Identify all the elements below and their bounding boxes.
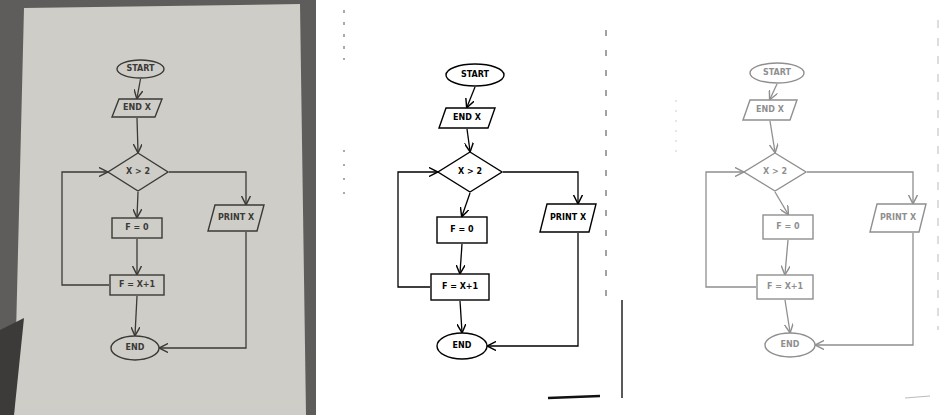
node-label: PRINT X (550, 213, 586, 222)
diamond-border (744, 153, 806, 191)
flow-arrow (488, 233, 578, 346)
oval-border (117, 60, 164, 78)
flow-arrow (169, 172, 246, 204)
oval-node: START (116, 59, 165, 79)
flow-arrow (62, 172, 109, 285)
edge-mark (676, 100, 677, 160)
rect-node: F = 0 (111, 217, 163, 239)
node-label: F = X+1 (119, 280, 155, 289)
node-label: END X (123, 103, 151, 112)
node-label: END (126, 343, 145, 352)
oval-node: START (749, 62, 805, 84)
flow-arrow (135, 296, 137, 335)
diamond-node: X > 2 (743, 152, 807, 192)
flow-arrow (137, 118, 138, 152)
oval-border (750, 63, 804, 83)
node-label: END (781, 340, 800, 349)
oval-node: END (110, 335, 160, 361)
diamond-border (438, 152, 502, 192)
para-node: END X (742, 99, 798, 121)
flow-arrow (785, 300, 790, 332)
rect-border (112, 218, 162, 238)
para-node: PRINT X (539, 203, 597, 233)
flow-arrow (137, 79, 141, 98)
node-label: X > 2 (763, 167, 787, 176)
node-label: F = X+1 (767, 282, 803, 291)
flow-arrow (137, 192, 138, 217)
node-label: PRINT X (880, 213, 916, 222)
para-node: PRINT X (207, 204, 265, 232)
para-node: END X (111, 98, 163, 118)
node-label: F = 0 (125, 223, 148, 232)
oval-node: END (764, 332, 816, 358)
paper-sheet (14, 4, 306, 415)
diamond-node: X > 2 (107, 152, 169, 192)
para-border (112, 99, 162, 117)
rect-border (757, 275, 813, 299)
flow-arrow (816, 233, 913, 345)
rect-border (437, 217, 487, 243)
para-node: END X (438, 107, 496, 129)
scan-mark (344, 10, 345, 60)
node-label: END X (756, 105, 784, 114)
diamond-node: X > 2 (437, 151, 503, 193)
diamond-border (108, 153, 168, 191)
rect-node: F = 0 (762, 214, 814, 240)
rect-border (110, 275, 164, 295)
oval-node: START (445, 63, 505, 87)
flow-arrow (706, 172, 756, 287)
oval-border (446, 64, 504, 86)
node-label: F = 0 (776, 222, 799, 231)
edge-mark (938, 20, 939, 330)
photo-shadow (0, 318, 24, 415)
rect-node: F = 0 (436, 216, 488, 244)
flow-arrow (460, 244, 462, 273)
scan-panel (322, 0, 628, 415)
rect-border (431, 274, 489, 300)
para-border (439, 108, 495, 128)
photo-background (0, 0, 316, 415)
node-label: START (763, 68, 791, 77)
flow-arrow (770, 84, 777, 99)
flow-arrow (460, 301, 462, 332)
node-label: F = X+1 (442, 282, 478, 291)
node-label: END X (453, 113, 481, 122)
node-label: START (461, 70, 489, 79)
node-label: START (126, 64, 154, 73)
para-border (208, 205, 264, 231)
node-label: X > 2 (458, 167, 482, 176)
scan-mark (548, 396, 600, 398)
edge-mark (905, 396, 930, 398)
rect-node: F = X+1 (756, 274, 814, 300)
node-label: F = 0 (450, 225, 473, 234)
para-border (870, 204, 926, 232)
node-label: PRINT X (218, 213, 254, 222)
flow-arrow (160, 232, 246, 348)
flow-arrow (467, 129, 470, 151)
oval-node: END (436, 332, 488, 360)
flow-arrow (503, 172, 578, 203)
scan-mark (344, 150, 345, 200)
flow-arrow (398, 172, 437, 287)
flow-arrow (807, 172, 913, 203)
para-node: PRINT X (869, 203, 927, 233)
rect-node: F = X+1 (109, 274, 165, 296)
scan-mark (606, 30, 607, 300)
scan-mark (621, 300, 623, 398)
oval-border (765, 333, 815, 357)
node-label: X > 2 (126, 167, 150, 176)
oval-border (437, 333, 487, 359)
para-border (743, 100, 797, 120)
para-border (540, 204, 596, 232)
rect-border (763, 215, 813, 239)
flow-arrow (775, 192, 788, 214)
oval-border (111, 336, 159, 360)
flow-arrow (462, 193, 470, 216)
flow-arrow (467, 87, 475, 107)
rect-node: F = X+1 (430, 273, 490, 301)
node-label: END (453, 341, 472, 350)
flow-arrow (770, 121, 775, 152)
flow-arrow (136, 239, 137, 274)
flow-arrow (785, 240, 788, 274)
